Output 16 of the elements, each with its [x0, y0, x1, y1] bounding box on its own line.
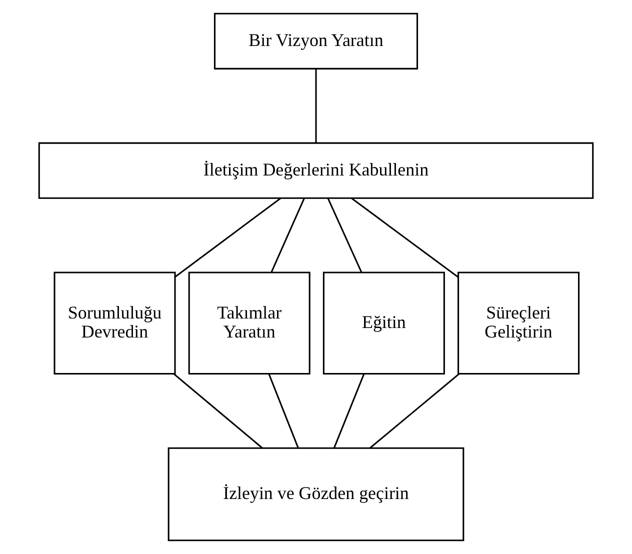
connector	[370, 374, 460, 449]
connector	[268, 374, 299, 448]
connector	[327, 198, 362, 272]
connector	[315, 68, 317, 143]
connector	[351, 198, 459, 278]
connector	[174, 374, 263, 449]
node-box: Eğitin	[322, 272, 445, 375]
node-box: Takımlar Yaratın	[188, 272, 310, 375]
connector	[270, 198, 305, 272]
node-box: İzleyin ve Gözden geçirin	[168, 447, 464, 542]
node-box: Bir Vizyon Yaratın	[214, 12, 418, 70]
node-box: Süreçleri Geliştirin	[458, 272, 580, 375]
node-box: Sorumluluğu Devredin	[54, 272, 176, 375]
node-box: İletişim Değerlerini Kabullenin	[38, 142, 594, 199]
connector	[334, 374, 365, 448]
connector	[174, 198, 281, 278]
